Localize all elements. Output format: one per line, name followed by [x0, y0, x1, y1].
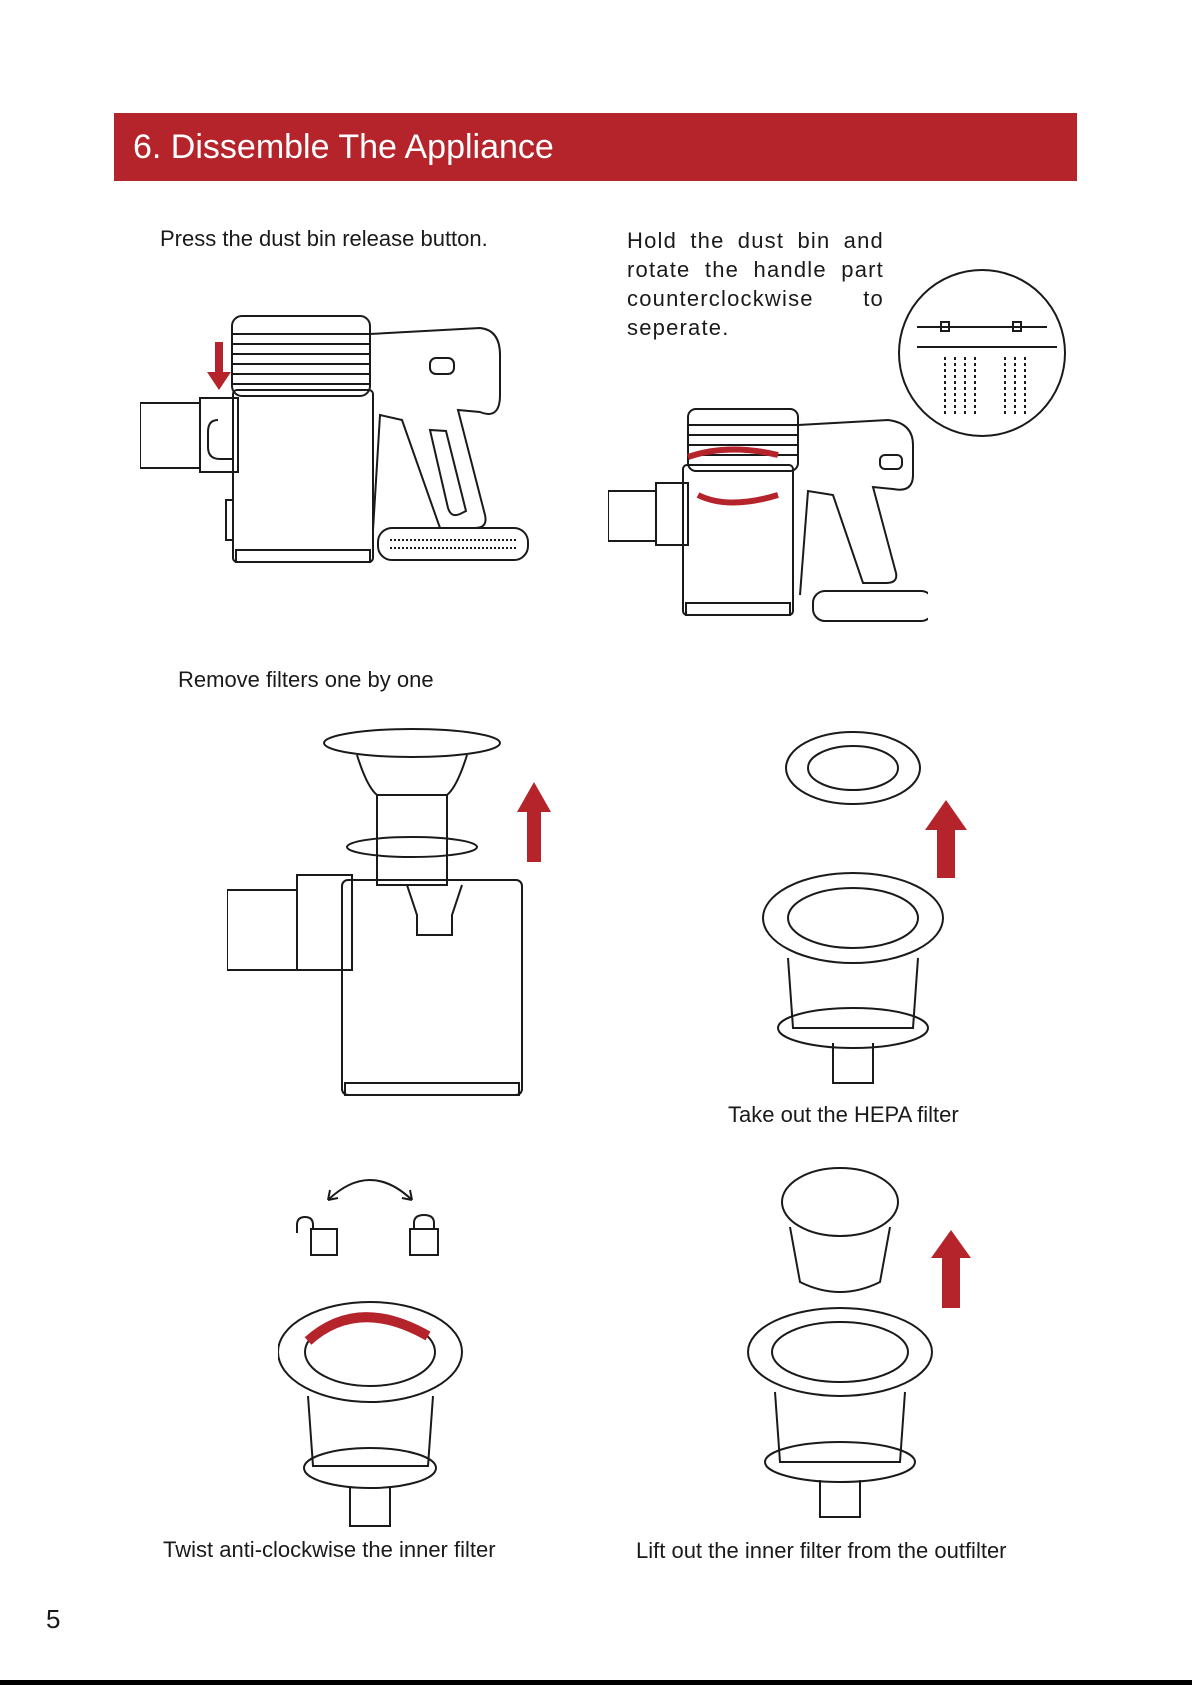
up-arrow-icon	[925, 800, 967, 878]
caption-lift: Lift out the inner filter from the outfi…	[636, 1536, 1096, 1565]
curved-double-arrow-icon	[320, 1170, 420, 1206]
lock-icon	[408, 1213, 440, 1257]
bottom-rule	[0, 1680, 1192, 1685]
vacuum-rotate-illustration	[608, 395, 928, 625]
inner-filter-lift-illustration	[745, 1162, 935, 1524]
vacuum-release-illustration	[140, 300, 540, 575]
page-number: 5	[46, 1604, 60, 1635]
section-header: 6. Dissemble The Appliance	[114, 113, 1077, 181]
section-title: 6. Dissemble The Appliance	[133, 128, 554, 167]
lock-alignment-detail	[897, 267, 1067, 439]
caption-filters: Remove filters one by one	[178, 665, 538, 694]
filters-removal-illustration	[227, 725, 532, 1105]
caption-hepa: Take out the HEPA filter	[728, 1100, 1028, 1129]
up-arrow-icon	[931, 1230, 971, 1308]
unlock-icon	[295, 1215, 343, 1257]
hepa-filter-illustration	[758, 728, 948, 1093]
inner-filter-twist-illustration	[278, 1296, 468, 1536]
up-arrow-icon	[517, 782, 551, 862]
caption-rotate: Hold the dust bin and rotate the handle …	[627, 226, 884, 342]
down-arrow-icon	[207, 342, 231, 390]
caption-release: Press the dust bin release button.	[160, 224, 560, 253]
caption-twist: Twist anti-clockwise the inner filter	[163, 1535, 563, 1564]
